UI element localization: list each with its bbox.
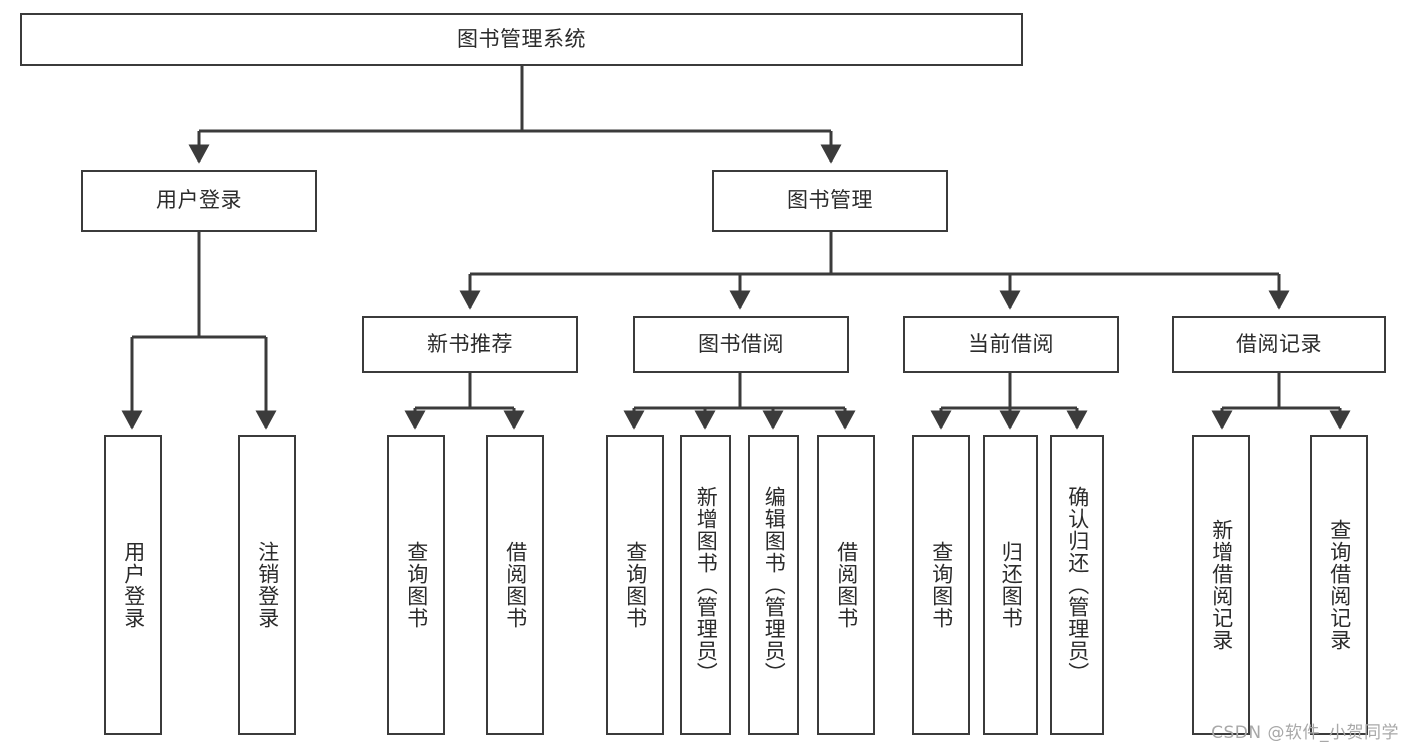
leaf-query-book-3[interactable]: 查询图书 [912, 435, 970, 735]
leaf-query-borrow-record-label: 查询借阅记录 [1327, 519, 1352, 651]
leaf-edit-book-admin-label: 编辑图书（管理员） [762, 486, 787, 684]
leaf-borrow-book-1-label: 借阅图书 [503, 541, 528, 629]
node-book-borrow[interactable]: 图书借阅 [633, 316, 849, 373]
node-borrow-record[interactable]: 借阅记录 [1172, 316, 1386, 373]
node-user-login[interactable]: 用户登录 [81, 170, 317, 232]
node-borrow-record-label: 借阅记录 [1236, 331, 1322, 356]
leaf-edit-book-admin[interactable]: 编辑图书（管理员） [748, 435, 799, 735]
leaf-add-borrow-record-label: 新增借阅记录 [1209, 519, 1234, 651]
leaf-add-book-admin[interactable]: 新增图书（管理员） [680, 435, 731, 735]
leaf-borrow-book-2-label: 借阅图书 [834, 541, 859, 629]
leaf-add-book-admin-label: 新增图书（管理员） [694, 486, 719, 684]
leaf-logout-label: 注销登录 [255, 541, 280, 629]
node-current-borrow-label: 当前借阅 [968, 331, 1054, 356]
leaf-return-book-label: 归还图书 [999, 541, 1024, 629]
leaf-borrow-book-1[interactable]: 借阅图书 [486, 435, 544, 735]
leaf-query-book-2-label: 查询图书 [623, 541, 648, 629]
node-new-book-recommend[interactable]: 新书推荐 [362, 316, 578, 373]
leaf-confirm-return-admin[interactable]: 确认归还（管理员） [1050, 435, 1104, 735]
leaf-query-book-3-label: 查询图书 [929, 541, 954, 629]
leaf-user-login-label: 用户登录 [121, 541, 146, 629]
node-book-management-label: 图书管理 [787, 188, 873, 213]
node-current-borrow[interactable]: 当前借阅 [903, 316, 1119, 373]
leaf-confirm-return-admin-label: 确认归还（管理员） [1065, 486, 1090, 684]
node-user-login-label: 用户登录 [156, 188, 242, 213]
leaf-return-book[interactable]: 归还图书 [983, 435, 1038, 735]
leaf-borrow-book-2[interactable]: 借阅图书 [817, 435, 875, 735]
node-book-borrow-label: 图书借阅 [698, 331, 784, 356]
leaf-logout[interactable]: 注销登录 [238, 435, 296, 735]
node-root-label: 图书管理系统 [457, 26, 586, 51]
leaf-add-borrow-record[interactable]: 新增借阅记录 [1192, 435, 1250, 735]
leaf-query-book-1[interactable]: 查询图书 [387, 435, 445, 735]
leaf-query-borrow-record[interactable]: 查询借阅记录 [1310, 435, 1368, 735]
node-root[interactable]: 图书管理系统 [20, 13, 1023, 66]
node-book-management[interactable]: 图书管理 [712, 170, 948, 232]
leaf-query-book-1-label: 查询图书 [404, 541, 429, 629]
leaf-user-login[interactable]: 用户登录 [104, 435, 162, 735]
leaf-query-book-2[interactable]: 查询图书 [606, 435, 664, 735]
node-new-book-recommend-label: 新书推荐 [427, 331, 513, 356]
